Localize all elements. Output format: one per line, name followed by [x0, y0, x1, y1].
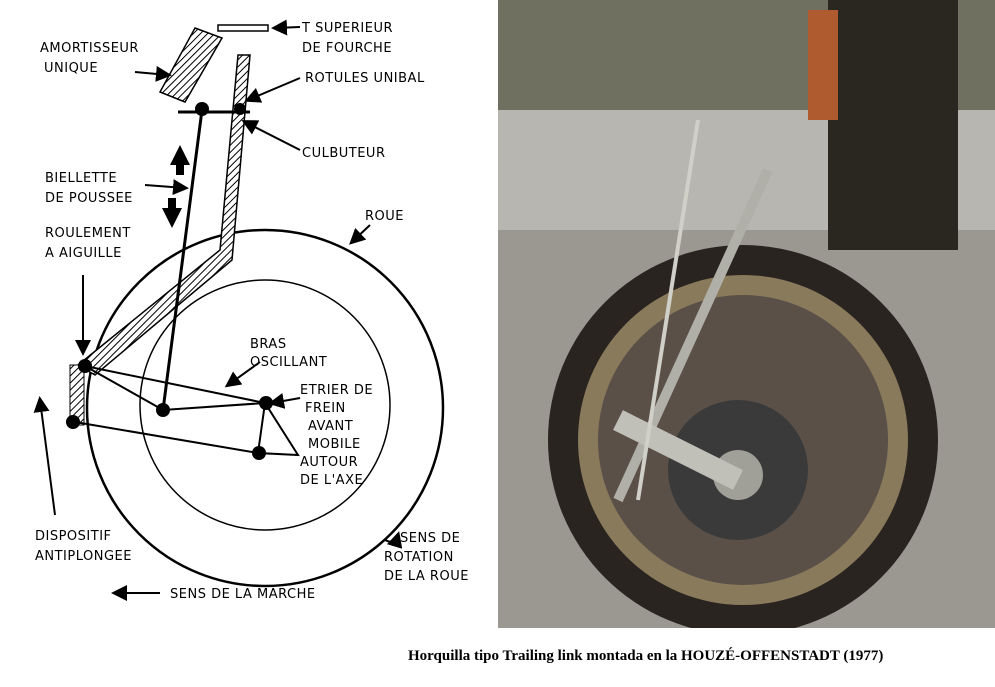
svg-text:ANTIPLONGEE: ANTIPLONGEE	[35, 549, 132, 564]
svg-text:OSCILLANT: OSCILLANT	[250, 355, 327, 370]
push-direction-arrows	[162, 145, 190, 228]
label-roulement: ROULEMENT A AIGUILLE	[45, 226, 131, 261]
label-marche: SENS DE LA MARCHE	[170, 587, 316, 602]
motorcycle-photo	[498, 0, 995, 628]
fork-top-bracket	[217, 24, 269, 32]
label-rotation: SENS DE ROTATION DE LA ROUE	[384, 531, 469, 584]
label-amortisseur: AMORTISSEUR UNIQUE	[40, 41, 139, 76]
label-rotules: ROTULES UNIBAL	[305, 71, 425, 86]
svg-text:AVANT: AVANT	[308, 419, 353, 434]
svg-text:DE L'AXE: DE L'AXE	[300, 473, 363, 488]
svg-text:DE POUSSEE: DE POUSSEE	[45, 191, 133, 206]
svg-text:AUTOUR: AUTOUR	[300, 455, 358, 470]
svg-text:MOBILE: MOBILE	[308, 437, 361, 452]
svg-text:BRAS: BRAS	[250, 337, 287, 352]
svg-text:AMORTISSEUR: AMORTISSEUR	[40, 41, 139, 56]
label-etrier: ETRIER DE FREIN AVANT MOBILE AUTOUR DE L…	[300, 383, 373, 488]
svg-text:UNIQUE: UNIQUE	[44, 61, 98, 76]
wheel	[85, 228, 445, 588]
label-culbuteur: CULBUTEUR	[302, 146, 385, 161]
svg-text:BIELLETTE: BIELLETTE	[45, 171, 117, 186]
svg-text:DISPOSITIF: DISPOSITIF	[35, 529, 112, 544]
svg-text:DE LA ROUE: DE LA ROUE	[384, 569, 469, 584]
svg-text:DE FOURCHE: DE FOURCHE	[302, 41, 392, 56]
svg-text:SENS DE: SENS DE	[400, 531, 460, 546]
svg-text:ROULEMENT: ROULEMENT	[45, 226, 131, 241]
svg-text:T SUPERIEUR: T SUPERIEUR	[301, 21, 393, 36]
svg-text:ROTATION: ROTATION	[384, 550, 454, 565]
figure-caption: Horquilla tipo Trailing link montada en …	[408, 648, 884, 664]
leader-arrows	[33, 19, 403, 601]
shock-absorber	[158, 27, 224, 103]
label-t-superieur: T SUPERIEUR DE FOURCHE	[301, 21, 393, 56]
fork-leg	[69, 54, 251, 426]
svg-text:FREIN: FREIN	[305, 401, 346, 416]
pivot-joints	[66, 102, 273, 460]
svg-text:A AIGUILLE: A AIGUILLE	[45, 246, 122, 261]
label-roue: ROUE	[365, 209, 404, 224]
label-dispositif: DISPOSITIF ANTIPLONGEE	[35, 529, 132, 564]
label-bras: BRAS OSCILLANT	[250, 337, 327, 370]
push-rod	[161, 109, 204, 411]
swing-arm	[74, 365, 300, 457]
label-biellette: BIELLETTE DE POUSSEE	[45, 171, 133, 206]
svg-text:ETRIER DE: ETRIER DE	[300, 383, 373, 398]
